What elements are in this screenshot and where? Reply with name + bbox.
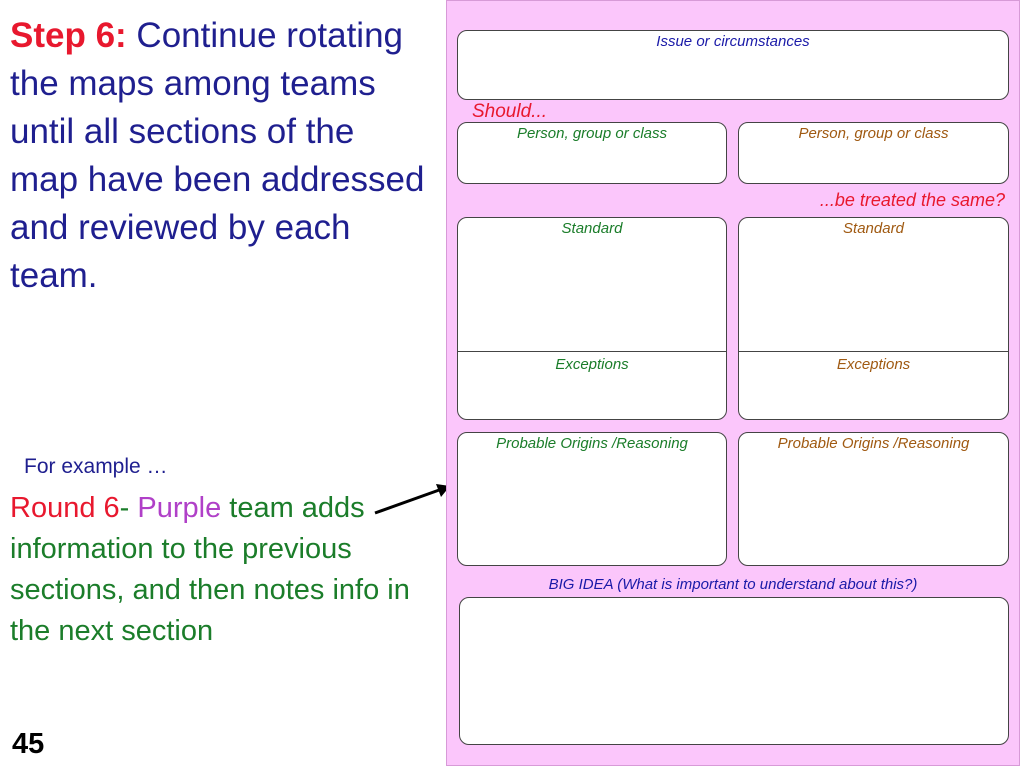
for-example-label: For example … [24,455,168,478]
step-instruction: Step 6: Continue rotating the maps among… [10,12,430,300]
standard-label-right: Standard [843,220,904,237]
pointer-arrow-icon [374,484,450,515]
exceptions-label-left: Exceptions [555,356,629,373]
standard-label-left: Standard [561,220,623,237]
round-team-color: Purple [137,492,222,524]
round-dash: - [119,492,138,524]
person-label-left: Person, group or class [516,125,668,142]
step-label: Step 6: [10,16,127,55]
person-box-left: Person, group or class [457,122,727,184]
exceptions-label-right: Exceptions [836,356,911,373]
issue-label: Issue or circumstances [656,33,810,50]
page-number: 45 [12,728,45,760]
person-label-right: Person, group or class [798,125,949,142]
round-description: Round 6- Purple team adds information to… [10,488,410,652]
origins-label-left: Probable Origins /Reasoning [496,435,688,452]
person-box-right: Person, group or class [738,122,1009,184]
issue-box: Issue or circumstances [457,30,1009,100]
standard-box-right: Standard Exceptions [738,217,1009,420]
big-idea-box [459,597,1009,745]
origins-box-left: Probable Origins /Reasoning [457,432,727,566]
should-label: Should... [472,101,547,122]
round-text: team adds information to the previous se… [10,492,410,647]
origins-box-right: Probable Origins /Reasoning [738,432,1009,566]
round-label: Round 6 [10,492,120,524]
concept-map-panel: Issue or circumstances Should... Person,… [446,0,1020,766]
origins-label-right: Probable Origins /Reasoning [777,435,970,452]
standard-box-left: Standard Exceptions [457,217,727,420]
standard-divider-left [458,351,726,352]
treated-same-label: ...be treated the same? [819,190,1005,210]
standard-divider-right [739,351,1008,352]
big-idea-label: BIG IDEA (What is important to understan… [548,576,918,593]
step-text: Continue rotating the maps among teams u… [10,16,425,295]
